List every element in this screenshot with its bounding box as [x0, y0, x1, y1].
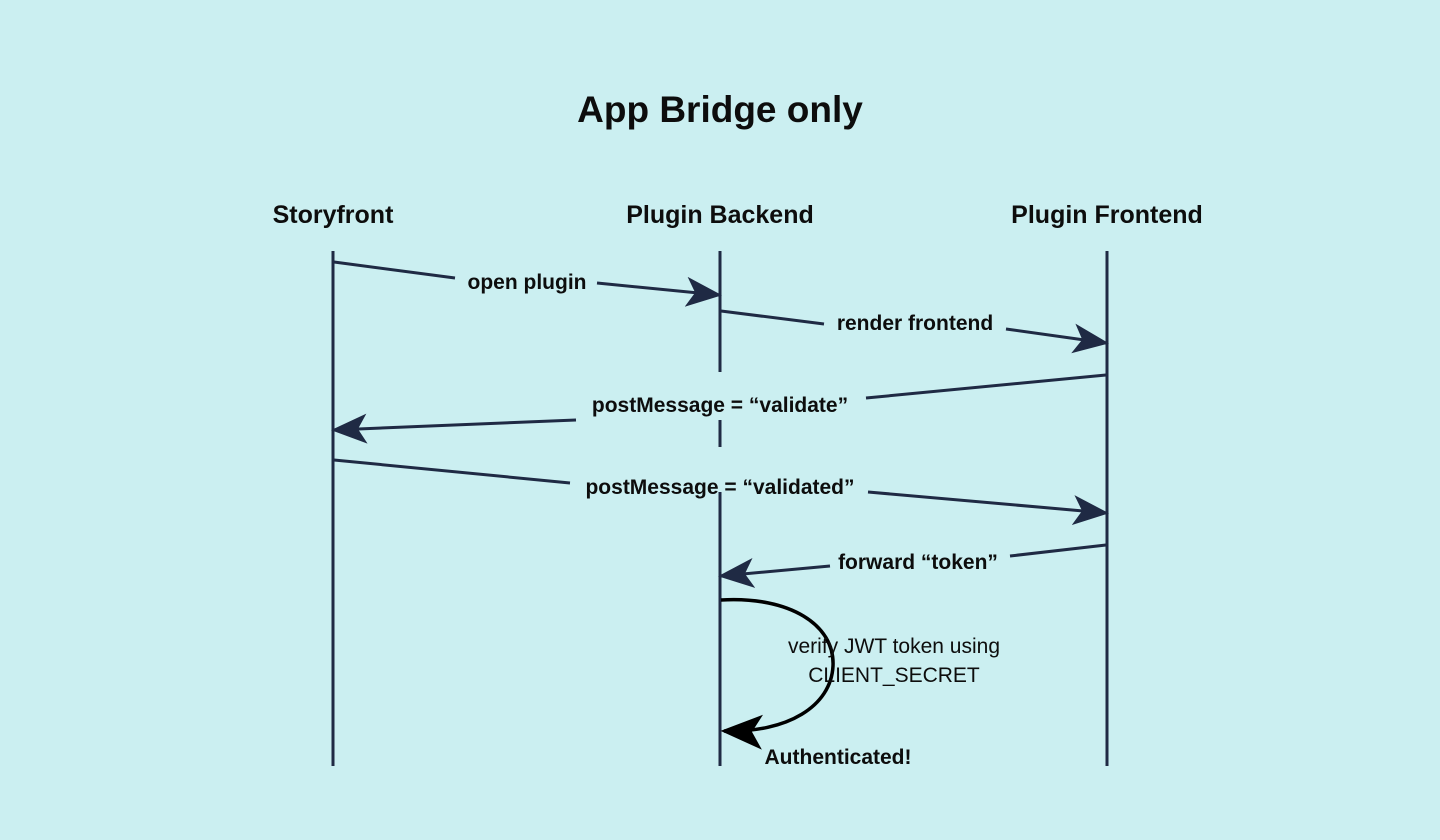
- message-label-forward-token: forward “token”: [838, 551, 998, 574]
- message-open-plugin: open plugin: [333, 260, 722, 307]
- message-render-frontend: render frontend: [720, 309, 1109, 354]
- participant-label-plugin-frontend: Plugin Frontend: [1011, 201, 1203, 229]
- self-message-note-line-2: CLIENT_SECRET: [808, 664, 980, 687]
- self-message-note-line-1: verify JWT token using: [788, 635, 1000, 658]
- message-label-render-frontend: render frontend: [837, 312, 993, 335]
- message-postmessage-validate: postMessage = “validate”: [331, 373, 1107, 444]
- page-title: App Bridge only: [577, 89, 863, 130]
- message-forward-token: forward “token”: [718, 543, 1107, 588]
- self-message-verify-jwt: verify JWT token using CLIENT_SECRET Aut…: [720, 597, 1000, 769]
- participant-label-storyfront: Storyfront: [273, 201, 395, 229]
- message-label-postmessage-validated: postMessage = “validated”: [585, 476, 854, 499]
- message-label-postmessage-validate: postMessage = “validate”: [592, 394, 848, 417]
- participant-label-plugin-backend: Plugin Backend: [626, 201, 814, 229]
- message-postmessage-validated: postMessage = “validated”: [333, 458, 1109, 526]
- self-message-result-label: Authenticated!: [765, 746, 912, 769]
- message-label-open-plugin: open plugin: [468, 271, 587, 294]
